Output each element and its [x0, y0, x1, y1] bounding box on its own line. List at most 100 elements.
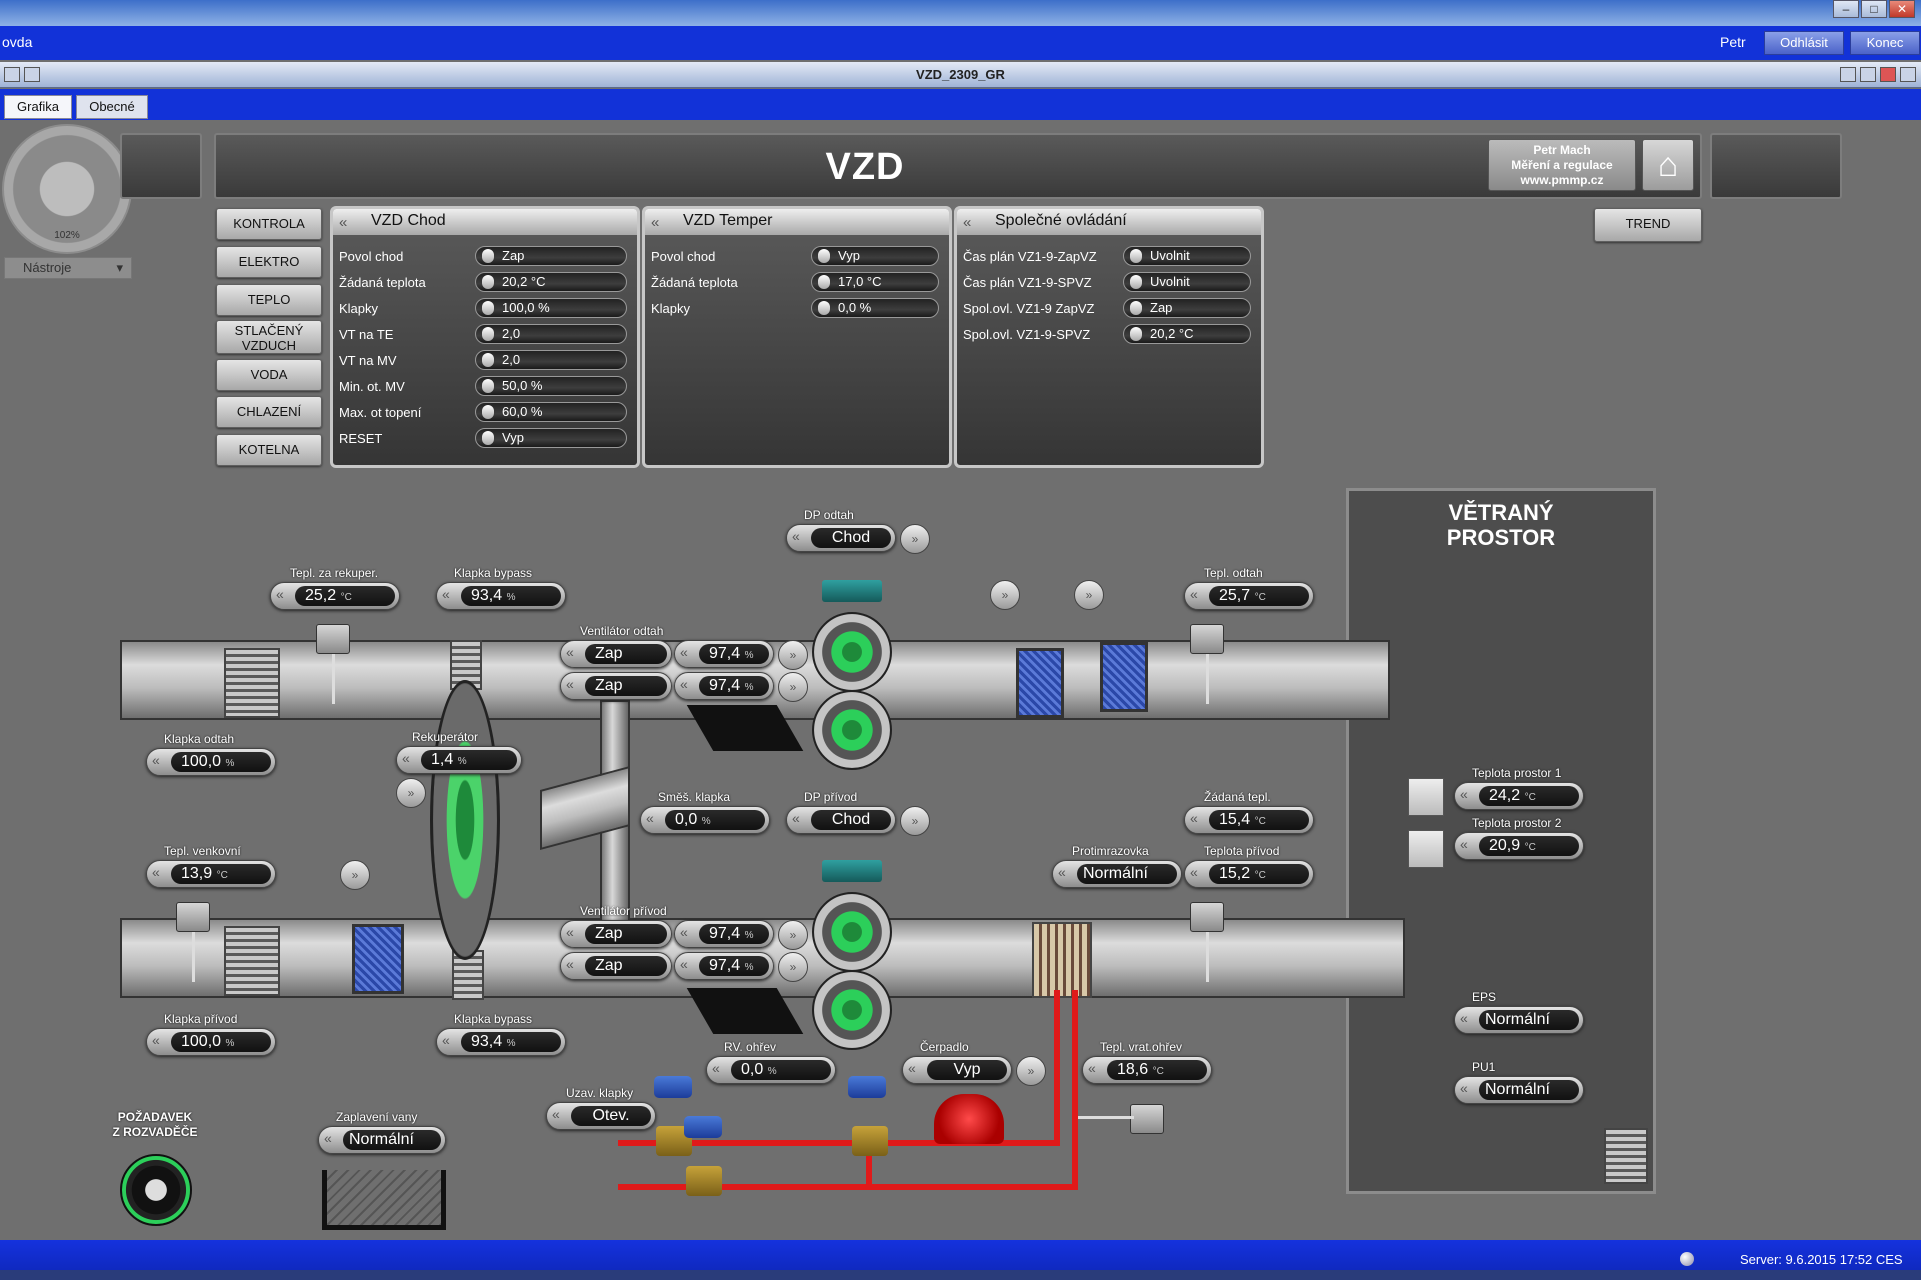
menu-bar: ovda Petr Odhlásit Konec — [0, 26, 1921, 60]
tepl-privod-widget[interactable]: «15,2 °C — [1184, 860, 1314, 888]
param-row: Žádaná teplota 20,2 °C — [339, 271, 631, 295]
param-value[interactable]: Zap — [1123, 298, 1251, 318]
param-value[interactable]: Uvolnit — [1123, 246, 1251, 266]
nav-kontrola-button[interactable]: KONTROLA — [216, 208, 322, 240]
eps-widget[interactable]: «Normální — [1454, 1006, 1584, 1034]
dp-privod-status[interactable]: «Chod — [786, 806, 896, 834]
chevron-left-icon: « — [792, 528, 800, 544]
close-icon[interactable]: ✕ — [1889, 0, 1915, 18]
filter-supply-detail-button[interactable]: » — [340, 860, 370, 890]
nav-chlazeni-button[interactable]: CHLAZENÍ — [216, 396, 322, 428]
param-value[interactable]: 20,2 °C — [475, 272, 627, 292]
nav-teplo-button[interactable]: TEPLO — [216, 284, 322, 316]
request-knob[interactable] — [120, 1154, 192, 1226]
tab-obecne[interactable]: Obecné — [76, 95, 148, 119]
zaplaveni-vany-widget[interactable]: «Normální — [318, 1126, 446, 1154]
exit-button[interactable]: Konec — [1850, 31, 1920, 55]
shutoff-valve-2 — [686, 1166, 722, 1196]
ventilator-privod-1-speed[interactable]: «97,4 % — [674, 920, 774, 948]
protimrazovka-widget[interactable]: «Normální — [1052, 860, 1182, 888]
param-value[interactable]: 2,0 — [475, 324, 627, 344]
exhaust-fan-2 — [812, 690, 892, 770]
param-value[interactable]: 0,0 % — [811, 298, 939, 318]
rekuperator-detail-button[interactable]: » — [396, 778, 426, 808]
minimize-icon[interactable]: – — [1833, 0, 1859, 18]
ventilator-odtah-1-state[interactable]: «Zap — [560, 640, 672, 668]
home-icon: ⌂ — [1657, 146, 1679, 184]
ventilator-privod-2-state[interactable]: «Zap — [560, 952, 672, 980]
close-doc-icon[interactable] — [1880, 67, 1896, 82]
chevron-left-icon: « — [324, 1130, 332, 1146]
dp-privod-detail-button[interactable]: » — [900, 806, 930, 836]
tepl-odtah-widget[interactable]: «25,7 °C — [1184, 582, 1314, 610]
klapka-odtah-widget[interactable]: «100,0 % — [146, 748, 276, 776]
klapka-bypass-bottom-widget[interactable]: «93,4 % — [436, 1028, 566, 1056]
filter-2-detail-button[interactable]: » — [1074, 580, 1104, 610]
lock-icon[interactable] — [1840, 67, 1856, 82]
ventilator-privod-1-detail-button[interactable]: » — [778, 920, 808, 950]
collapse-icon[interactable]: « — [963, 214, 972, 231]
smes-klapka-widget[interactable]: «0,0 % — [640, 806, 770, 834]
tools-dropdown[interactable]: Nástroje ▾ — [4, 257, 132, 279]
param-value[interactable]: Vyp — [811, 246, 939, 266]
param-value[interactable]: Uvolnit — [1123, 272, 1251, 292]
ventilator-privod-1-state[interactable]: «Zap — [560, 920, 672, 948]
param-value[interactable]: 20,2 °C — [1123, 324, 1251, 344]
param-value[interactable]: 50,0 % — [475, 376, 627, 396]
param-value[interactable]: Zap — [475, 246, 627, 266]
dp-odtah-status[interactable]: «Chod — [786, 524, 896, 552]
ventilator-odtah-1-detail-button[interactable]: » — [778, 640, 808, 670]
nav-kotelna-button[interactable]: KOTELNA — [216, 434, 322, 466]
uzav-klapky-status[interactable]: «Otev. — [546, 1102, 656, 1130]
cerpadlo-detail-button[interactable]: » — [1016, 1056, 1046, 1086]
ventilator-odtah-2-speed[interactable]: «97,4 % — [674, 672, 774, 700]
teplota-prostor1-value: 24,2 — [1489, 787, 1521, 804]
nav-voda-button[interactable]: VODA — [216, 359, 322, 391]
rv-ohrev-widget[interactable]: «0,0 % — [706, 1056, 836, 1084]
unit: % — [225, 758, 235, 769]
logout-button[interactable]: Odhlásit — [1764, 31, 1844, 55]
klapka-privod-widget[interactable]: «100,0 % — [146, 1028, 276, 1056]
tab-grafika[interactable]: Grafika — [4, 95, 72, 119]
ventilator-odtah-2-state[interactable]: «Zap — [560, 672, 672, 700]
teplota-prostor2-widget[interactable]: «20,9 °C — [1454, 832, 1584, 860]
ventilator-privod-2-detail-button[interactable]: » — [778, 952, 808, 982]
filter-1-detail-button[interactable]: » — [990, 580, 1020, 610]
tile-icon[interactable] — [1860, 67, 1876, 82]
restore-icon[interactable] — [24, 67, 40, 82]
param-value[interactable]: 17,0 °C — [811, 272, 939, 292]
ventilator-odtah-1-speed[interactable]: «97,4 % — [674, 640, 774, 668]
trend-button[interactable]: TREND — [1594, 208, 1702, 242]
nav-elektro-button[interactable]: ELEKTRO — [216, 246, 322, 278]
nav-stlaceny-vzduch-button[interactable]: STLAČENÝ VZDUCH — [216, 320, 322, 354]
klapka-bypass-top-widget[interactable]: «93,4 % — [436, 582, 566, 610]
tepl-za-rekuper-widget[interactable]: «25,2 °C — [270, 582, 400, 610]
ventilator-odtah-2-detail-button[interactable]: » — [778, 672, 808, 702]
ventilator-privod-2-speed[interactable]: «97,4 % — [674, 952, 774, 980]
maximize-icon[interactable]: □ — [1861, 0, 1887, 18]
unit: % — [744, 962, 754, 973]
home-button[interactable]: ⌂ — [1642, 139, 1694, 191]
tepl-venkovni-widget[interactable]: «13,9 °C — [146, 860, 276, 888]
collapse-icon[interactable]: « — [651, 214, 660, 231]
collapse-icon[interactable]: « — [339, 214, 348, 231]
window-menu-icon[interactable] — [4, 67, 20, 82]
chevron-left-icon: « — [712, 1060, 720, 1076]
param-value[interactable]: 60,0 % — [475, 402, 627, 422]
param-label: Žádaná teplota — [339, 275, 426, 290]
dp-odtah-detail-button[interactable]: » — [900, 524, 930, 554]
param-value[interactable]: Vyp — [475, 428, 627, 448]
teplota-prostor1-widget[interactable]: «24,2 °C — [1454, 782, 1584, 810]
rekuperator-widget[interactable]: «1,4 % — [396, 746, 522, 774]
options-icon[interactable] — [1900, 67, 1916, 82]
klapka-bypass-top-label: Klapka bypass — [454, 566, 533, 580]
tepl-vrat-ohrev-widget[interactable]: «18,6 °C — [1082, 1056, 1212, 1084]
navigation-wheel[interactable]: 102% — [2, 124, 132, 254]
param-value[interactable]: 100,0 % — [475, 298, 627, 318]
pu1-widget[interactable]: «Normální — [1454, 1076, 1584, 1104]
damper-privod — [224, 926, 280, 996]
menu-item-help[interactable]: ovda — [2, 34, 33, 50]
zadana-tepl-widget[interactable]: «15,4 °C — [1184, 806, 1314, 834]
param-value[interactable]: 2,0 — [475, 350, 627, 370]
cerpadlo-status[interactable]: «Vyp — [902, 1056, 1012, 1084]
